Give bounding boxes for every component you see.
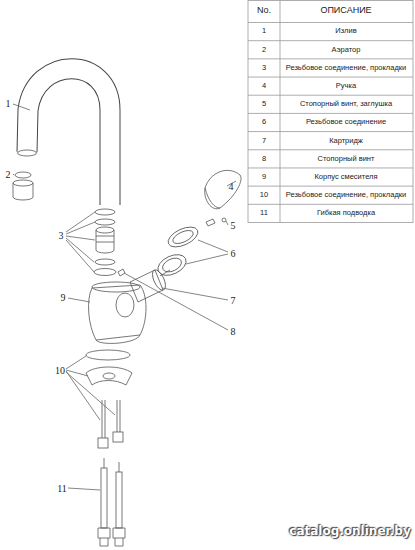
table-cell: 8 <box>262 155 266 163</box>
table-cell: Резьбовое соединение, прокладки <box>286 191 407 199</box>
stop-screw-cap <box>206 218 226 226</box>
flexible-hoses <box>98 458 125 546</box>
set-screw <box>118 269 125 276</box>
table-cell: 5 <box>262 100 266 108</box>
callout-number: 10 <box>55 365 65 376</box>
table-cell: 2 <box>262 46 266 54</box>
table-cell: 9 <box>262 173 266 181</box>
callout-number: 8 <box>231 326 236 337</box>
callout-number: 4 <box>229 181 234 192</box>
mounting-set <box>86 350 132 448</box>
cartridge <box>130 268 170 302</box>
table-cell: Ручка <box>336 82 356 90</box>
table-cell: 1 <box>262 27 266 35</box>
table-header: ОПИСАНИЕ <box>320 6 371 16</box>
table-cell: Гибкая подводка <box>317 209 375 217</box>
table-cell: 10 <box>260 191 268 199</box>
handle <box>205 170 241 208</box>
table-header: No. <box>257 6 271 16</box>
table-cell: 7 <box>262 137 266 145</box>
table-cell: 6 <box>262 118 266 126</box>
parts-table <box>248 1 413 223</box>
table-cell: 4 <box>262 82 266 90</box>
table-cell: 11 <box>260 209 268 217</box>
table-cell: Излив <box>335 27 356 35</box>
mixer-body <box>89 282 146 343</box>
table-cell: Стопорный винт, заглушка <box>300 100 392 108</box>
callout-number: 3 <box>59 230 64 241</box>
table-cell: Стопорный винт <box>318 155 375 163</box>
table-cell: Картридж <box>329 137 363 145</box>
table-cell: Резьбовое соединение, прокладки <box>286 64 407 72</box>
seal-stack <box>94 209 116 276</box>
callout-number: 6 <box>231 248 236 259</box>
watermark: catalog.onliner.by <box>289 525 410 538</box>
callout-number: 11 <box>57 483 67 494</box>
callout-number: 2 <box>6 169 11 180</box>
table-cell: Резьбовое соединение <box>306 118 386 126</box>
callout-number: 7 <box>231 295 236 306</box>
callout-number: 1 <box>6 98 11 109</box>
spout <box>27 69 110 205</box>
table-cell: 3 <box>262 64 266 72</box>
callout-number: 5 <box>231 220 236 231</box>
table-cell: Аэратор <box>332 46 361 54</box>
aerator-ring <box>15 172 31 178</box>
table-cell: Корпус смесителя <box>315 173 378 181</box>
callout-number: 9 <box>61 292 66 303</box>
threaded-rings <box>155 223 201 280</box>
leader-lines <box>13 104 236 490</box>
